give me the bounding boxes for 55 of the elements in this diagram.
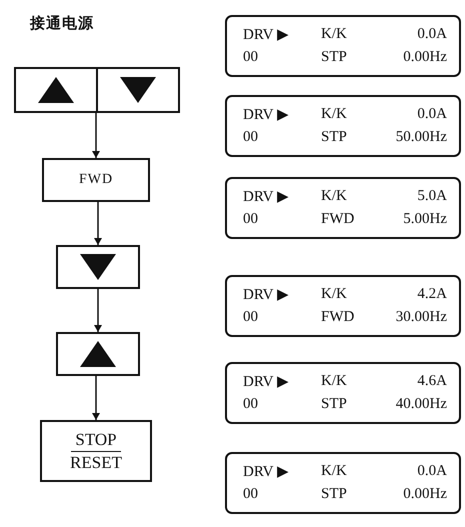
key-label: FWD [78, 172, 114, 188]
key-label: STOP [71, 428, 121, 452]
key-box [56, 245, 140, 289]
display-text: 40.00Hz [396, 396, 447, 413]
display-panel [225, 95, 461, 157]
display-text: 0.00Hz [403, 486, 447, 503]
display-text: 5.0A [417, 188, 447, 205]
display-text: STP [321, 129, 347, 146]
display-text: K/K [321, 373, 347, 390]
key-box [14, 67, 180, 113]
arrow [94, 289, 102, 332]
key-box [40, 420, 152, 482]
display-text: 0.0A [417, 463, 447, 480]
display-text: K/K [321, 286, 347, 303]
display-text: 0.00Hz [403, 49, 447, 66]
display-text: 5.00Hz [403, 211, 447, 228]
display-text: DRV ▶ [243, 106, 289, 124]
display-panel [225, 177, 461, 239]
key-label: RESET [69, 452, 123, 474]
display-text: K/K [321, 188, 347, 205]
key-box [56, 332, 140, 376]
display-panel [225, 452, 461, 514]
display-text: 00 [243, 49, 258, 66]
display-text: DRV ▶ [243, 463, 289, 481]
display-text: 00 [243, 129, 258, 146]
display-text: DRV ▶ [243, 188, 289, 206]
display-text: FWD [321, 309, 354, 326]
display-text: FWD [321, 211, 354, 228]
display-text: K/K [321, 26, 347, 43]
display-text: DRV ▶ [243, 286, 289, 304]
display-text: STP [321, 49, 347, 66]
display-text: 00 [243, 486, 258, 503]
display-text: STP [321, 396, 347, 413]
display-text: 0.0A [417, 106, 447, 123]
display-text: 4.2A [417, 286, 447, 303]
display-panel [225, 275, 461, 337]
display-text: 4.6A [417, 373, 447, 390]
display-text: 50.00Hz [396, 129, 447, 146]
display-text: 00 [243, 309, 258, 326]
display-text: K/K [321, 106, 347, 123]
display-text: STP [321, 486, 347, 503]
arrow [92, 376, 100, 420]
display-text: 00 [243, 211, 258, 228]
display-text: 30.00Hz [396, 309, 447, 326]
display-text: DRV ▶ [243, 373, 289, 391]
display-text: DRV ▶ [243, 26, 289, 44]
key-box [42, 158, 150, 202]
display-text: 00 [243, 396, 258, 413]
display-panel [225, 362, 461, 424]
arrow [92, 113, 100, 158]
display-panel [225, 15, 461, 77]
display-text: K/K [321, 463, 347, 480]
title: 接通电源 [30, 14, 94, 33]
arrow [94, 202, 102, 245]
display-text: 0.0A [417, 26, 447, 43]
